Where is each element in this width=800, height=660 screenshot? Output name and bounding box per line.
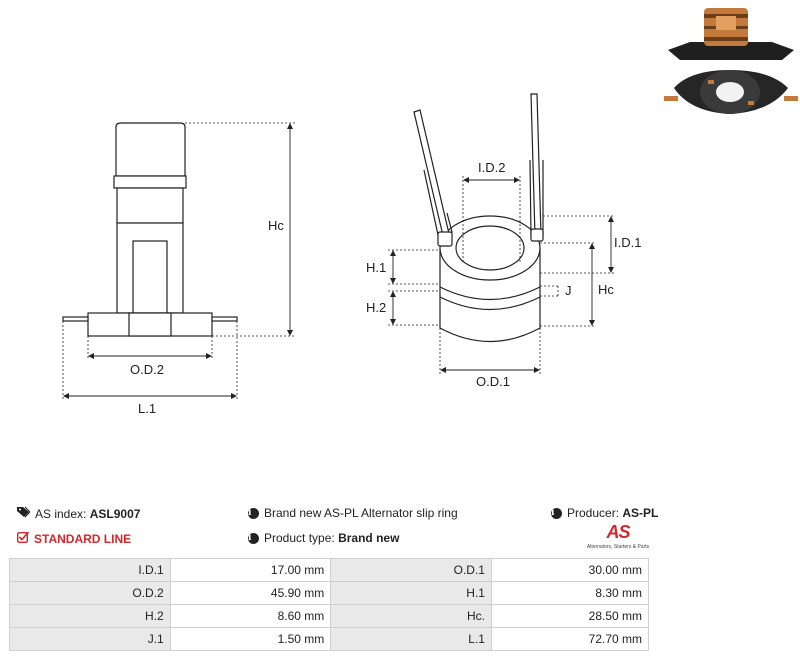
- product-type-label: Product type:: [264, 531, 335, 545]
- logo-text: AS: [606, 522, 630, 542]
- spec-value: 30.00 mm: [490, 558, 650, 582]
- label-h2: H.2: [366, 300, 386, 315]
- spec-value: 72.70 mm: [490, 627, 650, 651]
- spec-label: I.D.1: [9, 558, 171, 582]
- spec-label: L.1: [330, 627, 492, 651]
- spec-label: H.2: [9, 604, 171, 628]
- label-hc-left: Hc: [268, 218, 284, 233]
- spec-label: H.1: [330, 581, 492, 605]
- checkbox-icon: [16, 531, 30, 546]
- spec-value: 17.00 mm: [169, 558, 332, 582]
- product-type: i Product type: Brand new: [248, 531, 399, 545]
- info-icon: i: [248, 507, 259, 519]
- producer-label: Producer:: [567, 506, 620, 520]
- info-icon: i: [551, 507, 562, 519]
- spec-value: 45.90 mm: [169, 581, 332, 605]
- side-view: [62, 122, 295, 400]
- perspective-view: [388, 93, 615, 374]
- label-od1: O.D.1: [476, 374, 510, 389]
- spec-label: O.D.1: [330, 558, 492, 582]
- logo-mark: AS: [584, 522, 652, 543]
- label-hc-right: Hc: [598, 282, 614, 297]
- label-id1: I.D.1: [614, 235, 641, 250]
- as-index-label: AS index:: [35, 506, 87, 521]
- spec-value: 28.50 mm: [490, 604, 650, 628]
- producer: i Producer: AS-PL: [551, 506, 658, 520]
- standard-line: STANDARD LINE: [16, 531, 132, 546]
- logo-tagline: Alternators, Starters & Parts: [586, 544, 650, 550]
- label-j: J: [565, 283, 572, 298]
- tag-icon: [17, 506, 31, 521]
- product-photo-top: [668, 8, 794, 60]
- as-logo: AS Alternators, Starters & Parts: [584, 522, 652, 550]
- as-index-value: ASL9007: [89, 506, 141, 521]
- label-h1: H.1: [366, 260, 386, 275]
- technical-drawing: Hc O.D.2 L.1 I.D.2 I.D.1 H.1 H.2 J Hc O.…: [62, 8, 798, 416]
- as-index: AS index: ASL9007: [17, 506, 140, 521]
- product-photo-bottom: [664, 70, 798, 114]
- spec-label: Hc.: [330, 604, 492, 628]
- label-l1: L.1: [138, 401, 156, 416]
- producer-value: AS-PL: [622, 506, 659, 520]
- spec-value: 1.50 mm: [169, 627, 332, 651]
- spec-value: 8.30 mm: [490, 581, 650, 605]
- spec-label: O.D.2: [9, 581, 171, 605]
- product-type-value: Brand new: [338, 531, 400, 545]
- spec-label: J.1: [9, 627, 171, 651]
- info-icon: i: [248, 532, 259, 544]
- spec-value: 8.60 mm: [169, 604, 332, 628]
- description: i Brand new AS-PL Alternator slip ring: [248, 506, 458, 520]
- label-id2: I.D.2: [478, 160, 505, 175]
- description-text: Brand new AS-PL Alternator slip ring: [264, 506, 458, 520]
- standard-line-text: STANDARD LINE: [34, 531, 132, 546]
- label-od2: O.D.2: [130, 362, 164, 377]
